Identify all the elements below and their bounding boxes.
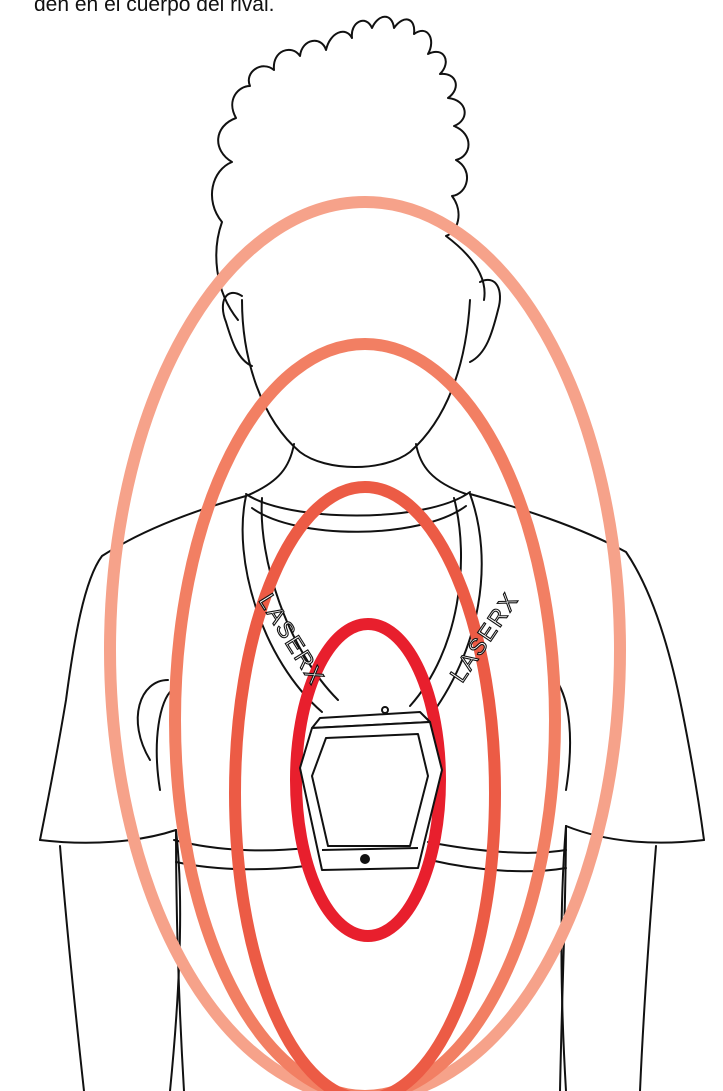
device-face (312, 734, 428, 846)
signal-ring-outer (110, 202, 620, 1091)
left-sleeve-outline (40, 830, 176, 843)
left-arm-outline (60, 846, 84, 1091)
hair-outline (212, 17, 485, 320)
right-shoulder-outline (470, 494, 704, 840)
neck-outline (246, 444, 294, 496)
signal-rings (110, 202, 620, 1091)
right-arm-outline (640, 846, 656, 1091)
left-shoulder-outline (40, 496, 246, 840)
right-sleeve-outline (566, 826, 704, 843)
neck-outline-right (416, 444, 466, 494)
device-top-knob (382, 707, 388, 713)
left-arm-crease-2 (138, 680, 168, 760)
device-button (361, 855, 369, 863)
chest-sensor-device (300, 707, 442, 870)
left-strap-brand: LASERX (254, 589, 331, 690)
collar-outline (246, 492, 470, 516)
